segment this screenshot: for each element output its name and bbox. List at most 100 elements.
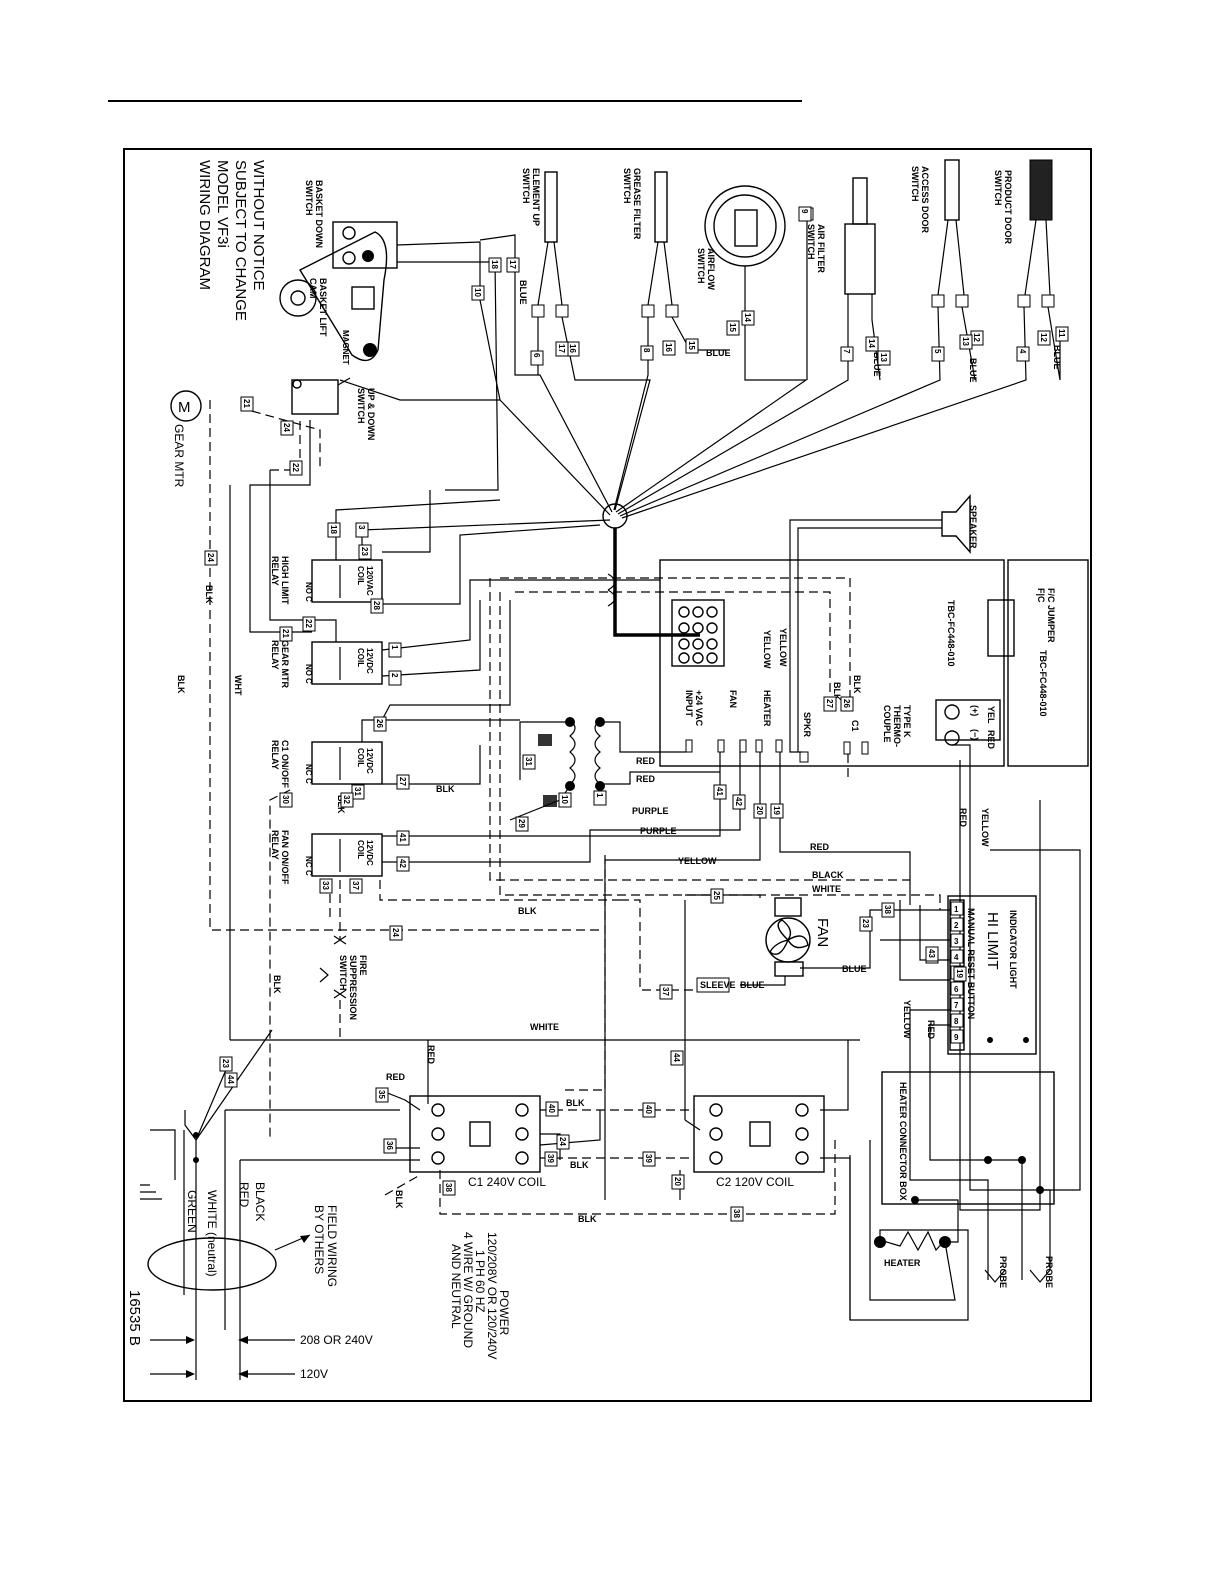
wire-tag-label: 13 — [879, 353, 888, 362]
svg-text:RED: RED — [958, 808, 968, 828]
wire-tag-label: 12 — [972, 333, 981, 342]
wire-tag-23: 23 — [859, 916, 873, 932]
wire-tag-28: 28 — [370, 598, 384, 614]
svg-text:SUPPRESSION: SUPPRESSION — [348, 955, 358, 1020]
svg-text:YELLOW: YELLOW — [902, 1000, 912, 1039]
svg-text:RED: RED — [636, 774, 656, 784]
svg-text:C: C — [304, 596, 313, 602]
svg-text:SWITCH: SWITCH — [910, 166, 920, 202]
svg-text:SPKR: SPKR — [802, 712, 812, 738]
controller-connector — [678, 606, 718, 664]
svg-text:AND NEUTRAL: AND NEUTRAL — [449, 1244, 463, 1329]
wire-tag-44: 44 — [670, 1050, 684, 1066]
svg-text:BLUE: BLUE — [1052, 345, 1062, 370]
wire-tag-39: 39 — [544, 1151, 558, 1167]
wire-tag-18: 18 — [488, 257, 502, 273]
svg-text:BLK: BLK — [570, 1160, 589, 1170]
svg-text:NO: NO — [304, 582, 313, 594]
wire-tag-38: 38 — [881, 902, 895, 918]
svg-text:RELAY: RELAY — [270, 556, 280, 586]
svg-text:BASKET LIFT: BASKET LIFT — [318, 278, 328, 337]
svg-text:GREASE FILTER: GREASE FILTER — [632, 168, 642, 240]
svg-text:COUPLE: COUPLE — [882, 705, 892, 743]
svg-text:COIL: COIL — [356, 748, 365, 767]
svg-text:12VDC: 12VDC — [365, 748, 374, 774]
wire-tag-38: 38 — [730, 1206, 744, 1222]
svg-text:1 PH 60 HZ: 1 PH 60 HZ — [473, 1250, 487, 1313]
wire-tag-label: 38 — [732, 1209, 741, 1218]
hi-limit-terminal-4: 4 — [954, 953, 959, 962]
wire-tag-15: 15 — [685, 338, 699, 354]
svg-text:YELLOW: YELLOW — [980, 808, 990, 847]
svg-text:BLACK: BLACK — [253, 1182, 267, 1221]
svg-text:PRODUCT DOOR: PRODUCT DOOR — [1003, 170, 1013, 245]
svg-text:HEATER: HEATER — [762, 690, 772, 727]
wire-tag-11: 11 — [1055, 326, 1069, 342]
wire-tag-label: 40 — [547, 1104, 556, 1113]
speaker: SPEAKER — [789, 494, 978, 753]
svg-text:TYPE K: TYPE K — [902, 705, 912, 738]
svg-text:COIL: COIL — [356, 566, 365, 585]
svg-text:HIGH LIMIT: HIGH LIMIT — [280, 556, 290, 605]
contactor-c2: C2 120V COIL — [693, 1095, 825, 1189]
svg-text:FIELD WIRING: FIELD WIRING — [325, 1205, 339, 1287]
wire-tag-17: 17 — [506, 257, 520, 273]
svg-text:+24 VAC: +24 VAC — [694, 690, 704, 727]
wire-tag-label: 18 — [329, 525, 338, 534]
wire-tag-label: 22 — [291, 463, 300, 472]
transformer — [509, 717, 720, 821]
svg-text:BY OTHERS: BY OTHERS — [312, 1205, 326, 1274]
hi-limit-terminal-box — [950, 917, 964, 932]
wire-tag-label: 44 — [672, 1053, 681, 1062]
wire-tag-25: 25 — [710, 888, 724, 904]
svg-text:SWITCH: SWITCH — [622, 168, 632, 204]
wire-tag-label: 24 — [391, 928, 400, 937]
wire-tag-label: 10 — [473, 288, 482, 297]
svg-text:F|C: F|C — [1036, 588, 1046, 603]
svg-text:BLACK: BLACK — [812, 870, 844, 880]
svg-text:ELEMENT UP: ELEMENT UP — [531, 168, 541, 226]
hi-limit-terminal-9: 9 — [954, 1033, 959, 1042]
voltage-120: 120V — [300, 1367, 328, 1381]
svg-text:BLUE: BLUE — [872, 352, 882, 377]
svg-text:C: C — [304, 870, 313, 876]
wire-tag-label: 19 — [955, 969, 964, 978]
wire-tag-label: 39 — [644, 1154, 653, 1163]
svg-text:SWITCH: SWITCH — [696, 248, 706, 284]
svg-text:BLUE: BLUE — [706, 348, 731, 358]
svg-text:FAN: FAN — [814, 918, 831, 947]
svg-text:FIRE: FIRE — [358, 955, 368, 976]
wire-tag-label: 16 — [568, 344, 577, 353]
wire-tag-label: 41 — [715, 787, 724, 796]
wire-tag-label: 7 — [842, 349, 851, 354]
svg-text:C: C — [304, 778, 313, 784]
svg-text:WHT: WHT — [233, 675, 243, 696]
svg-text:SPEAKER: SPEAKER — [968, 505, 978, 549]
wire-tag-39: 39 — [642, 1151, 656, 1167]
wire-tag-label: 14 — [867, 339, 876, 348]
svg-text:ACCESS DOOR: ACCESS DOOR — [920, 166, 930, 234]
wire-tag-label: 43 — [927, 949, 936, 958]
svg-text:PROBE: PROBE — [998, 1256, 1008, 1288]
svg-text:TBC-FC448-010: TBC-FC448-010 — [1038, 650, 1048, 717]
wire-tag-20: 20 — [671, 1174, 685, 1190]
svg-text:BLUE: BLUE — [740, 980, 765, 990]
svg-text:GREEN: GREEN — [185, 1190, 199, 1233]
wire-tag-24: 24 — [280, 420, 294, 436]
svg-text:WHITE: WHITE — [812, 884, 841, 894]
svg-text:(−): (−) — [970, 729, 980, 740]
wire-tag-label: 17 — [508, 260, 517, 269]
svg-text:BLK: BLK — [832, 682, 842, 701]
svg-text:BLK: BLK — [436, 784, 455, 794]
hi-limit-terminal-8: 8 — [954, 1017, 959, 1026]
wire-tag-label: 17 — [557, 344, 566, 353]
